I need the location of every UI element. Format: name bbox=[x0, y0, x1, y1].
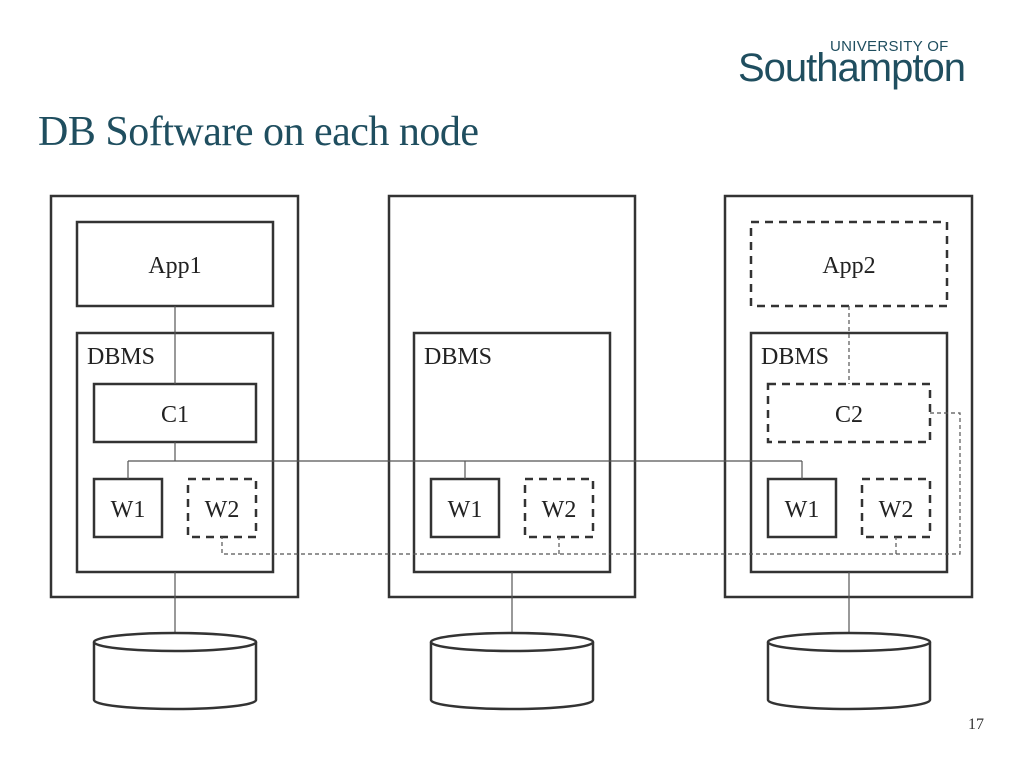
node3-w2-label: W2 bbox=[879, 497, 914, 523]
node2-disk-icon bbox=[429, 631, 595, 711]
logo-university-of: UNIVERSITY OF bbox=[830, 38, 949, 55]
node2-box bbox=[387, 194, 637, 599]
node1-disk-icon bbox=[92, 631, 258, 711]
node3-dbms-label: DBMS bbox=[761, 344, 829, 370]
slide-title: DB Software on each node bbox=[38, 109, 479, 155]
university-logo: UNIVERSITY OF Southampton bbox=[738, 38, 988, 98]
node1-w2-label: W2 bbox=[205, 497, 240, 523]
logo-southampton: Southampton bbox=[738, 46, 966, 90]
node3-c2-box bbox=[766, 382, 932, 444]
node1-app-label: App1 bbox=[148, 253, 201, 279]
node2-w1-label: W1 bbox=[448, 497, 483, 523]
node3-app-label: App2 bbox=[822, 253, 875, 279]
node2-w2-label: W2 bbox=[542, 497, 577, 523]
page-number: 17 bbox=[968, 716, 984, 733]
node2-dbms-label: DBMS bbox=[424, 344, 492, 370]
c2-worker-link bbox=[221, 412, 961, 555]
node1-dbms-label: DBMS bbox=[87, 344, 155, 370]
node1-c1-label: C1 bbox=[161, 402, 189, 428]
node3-w1-label: W1 bbox=[785, 497, 820, 523]
node3-disk-icon bbox=[766, 631, 932, 711]
node3-c2-label: C2 bbox=[835, 402, 863, 428]
node1-w1-label: W1 bbox=[111, 497, 146, 523]
